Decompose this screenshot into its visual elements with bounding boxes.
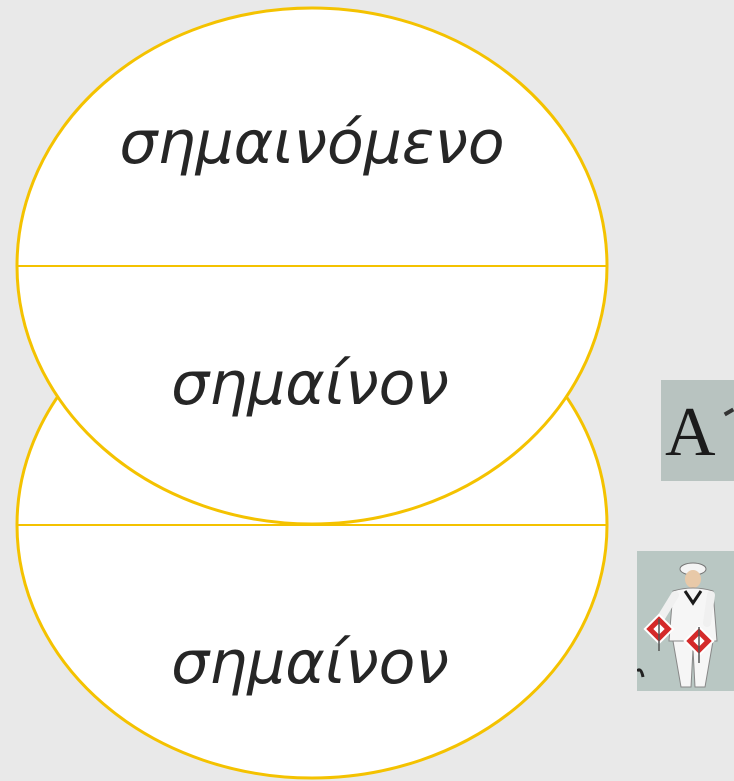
sailor-semaphore-icon <box>637 562 718 688</box>
lower-signifier-label: σημαίνον <box>171 628 449 698</box>
signified-label: σημαινόμενο <box>119 108 504 178</box>
letter-a-image: A <box>661 380 734 481</box>
upper-signifier-label: σημαίνον <box>171 349 449 419</box>
sailor-semaphore-flags-image <box>637 551 734 691</box>
upper-sign-circle: σημαινόμενο σημαίνον <box>15 6 609 526</box>
letter-a-glyph: A <box>665 394 716 471</box>
image-edge-mark <box>723 407 734 417</box>
